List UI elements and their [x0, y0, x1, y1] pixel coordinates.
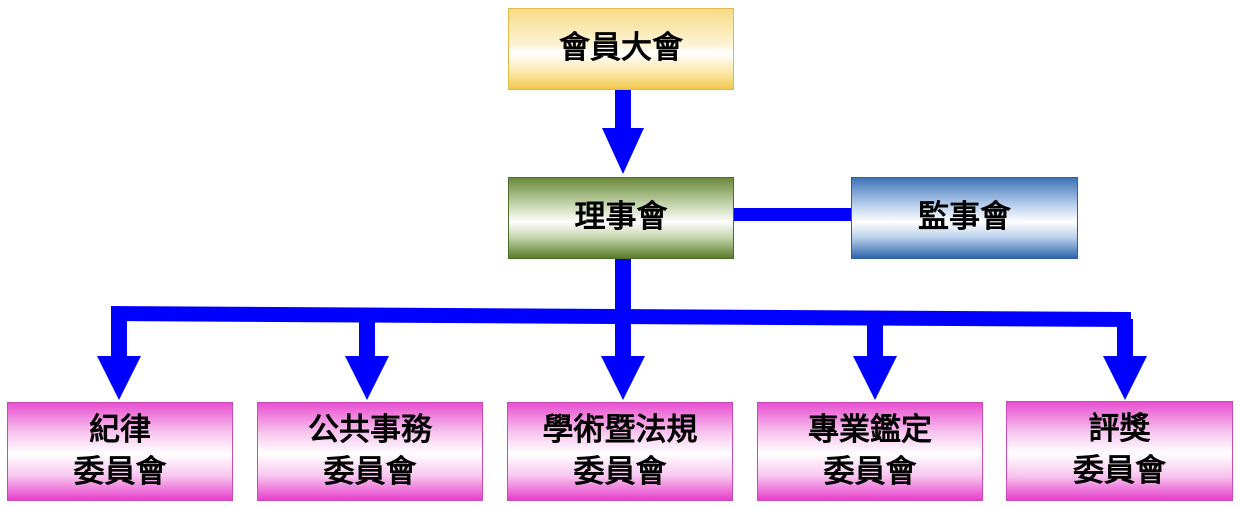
- committee-label-line2: 委員會: [1073, 453, 1166, 489]
- assembly-to-board-shaft: [615, 90, 631, 130]
- drop-arrowhead-1: [97, 356, 141, 400]
- committee-label-line1: 紀律: [89, 411, 151, 448]
- committee-node-professional-appraisal: 專業鑑定 委員會: [757, 402, 983, 501]
- board-node: 理事會: [508, 177, 734, 259]
- assembly-node: 會員大會: [508, 8, 734, 90]
- drop-arrowhead-2: [345, 356, 389, 400]
- drop-arrowhead-4: [853, 356, 897, 400]
- committee-label-line1: 評獎: [1088, 411, 1151, 448]
- committee-node-public-affairs: 公共事務 委員會: [257, 402, 483, 501]
- supervisors-label: 監事會: [918, 199, 1011, 236]
- board-supervisors-link: [734, 208, 851, 221]
- committee-label-line2: 委員會: [323, 453, 417, 490]
- drop-shaft-5: [1117, 319, 1133, 358]
- assembly-to-board-arrowhead: [602, 128, 644, 174]
- drop-shaft-3: [615, 316, 631, 358]
- committee-label-line1: 學術暨法規: [542, 411, 698, 448]
- committee-node-discipline: 紀律 委員會: [7, 402, 233, 501]
- drop-shaft-1: [111, 314, 127, 358]
- committee-label-line1: 公共事務: [308, 411, 432, 448]
- drop-shaft-4: [867, 318, 883, 358]
- drop-arrowhead-3: [601, 356, 645, 400]
- board-label: 理事會: [574, 199, 668, 236]
- committee-label-line2: 委員會: [73, 453, 167, 490]
- committee-node-awards: 評獎 委員會: [1006, 401, 1233, 501]
- supervisors-node: 監事會: [851, 177, 1078, 259]
- assembly-label: 會員大會: [559, 30, 683, 67]
- board-trunk: [615, 259, 631, 319]
- committee-label-line2: 委員會: [573, 453, 667, 490]
- drop-arrowhead-5: [1103, 356, 1147, 400]
- drop-shaft-2: [359, 316, 375, 358]
- committee-label-line1: 專業鑑定: [808, 411, 932, 448]
- committee-node-academic-regulations: 學術暨法規 委員會: [507, 402, 733, 501]
- committee-label-line2: 委員會: [823, 453, 917, 490]
